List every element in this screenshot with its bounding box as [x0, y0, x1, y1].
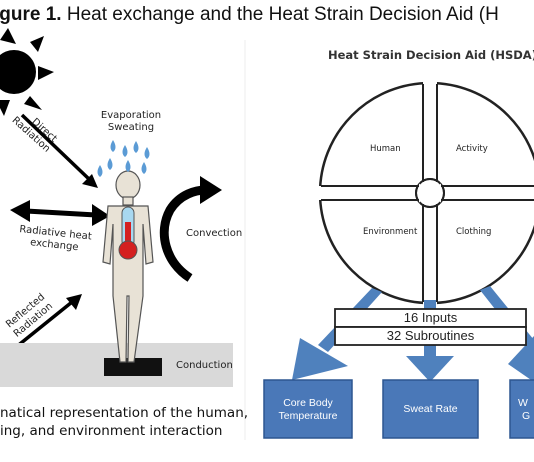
- evaporation-label: Evaporation Sweating: [96, 110, 166, 134]
- quadrant-human: Human: [370, 144, 401, 154]
- output-water-label: W G: [518, 397, 530, 423]
- radiative-exchange-arrow: [10, 200, 110, 226]
- caption-line2: ing, and environment interaction: [0, 423, 223, 439]
- thermometer-icon: [118, 206, 138, 260]
- convection-label: Convection: [186, 228, 243, 239]
- subroutines-label: 32 Subroutines: [386, 328, 475, 343]
- core-body-line2: Temperature: [278, 410, 338, 422]
- sweat-drops-icon: [97, 140, 150, 177]
- figure-title-text: Heat exchange and the Heat Strain Decisi…: [66, 4, 499, 25]
- figure-title: igure 1. Heat exchange and the Heat Stra…: [0, 4, 499, 26]
- reflected-radiation-arrowhead: [66, 294, 82, 310]
- sweating-text: Sweating: [107, 122, 155, 133]
- direct-radiation-arrowhead: [82, 174, 98, 188]
- hsda-title: Heat Strain Decision Aid (HSDA): [328, 48, 534, 62]
- output-box-sweat-rate: [382, 379, 479, 439]
- convection-arrow: [159, 176, 222, 282]
- output-core-body-temperature-label: Core Body Temperature: [264, 397, 352, 423]
- subroutines-bar: [334, 326, 527, 346]
- quadrant-clothing: Clothing: [456, 227, 492, 237]
- human-figure-icon: [102, 170, 154, 363]
- sun-icon: [0, 28, 54, 116]
- core-body-line1: Core Body: [283, 397, 333, 409]
- inputs-label: 16 Inputs: [403, 310, 458, 325]
- water-line1: W: [518, 397, 528, 409]
- conduction-label: Conduction: [176, 360, 233, 371]
- evaporation-text: Evaporation: [100, 110, 162, 121]
- output-sweat-rate-label: Sweat Rate: [403, 403, 458, 415]
- figure-caption: natical representation of the human, ing…: [0, 404, 248, 440]
- quadrant-edges: [321, 84, 534, 302]
- conduction-plate: [104, 358, 162, 376]
- water-line2: G: [522, 410, 531, 422]
- quadrant-environment: Environment: [363, 227, 418, 237]
- output-box-water: [509, 379, 534, 439]
- caption-line1: natical representation of the human,: [0, 405, 249, 421]
- quadrant-activity: Activity: [456, 144, 488, 154]
- direct-radiation-arrow: [20, 113, 92, 182]
- output-box-core-body-temperature: [263, 379, 353, 439]
- center-ring-arcs: [415, 178, 445, 208]
- figure-label: igure 1.: [0, 4, 62, 25]
- center-ring-mask: [419, 182, 441, 204]
